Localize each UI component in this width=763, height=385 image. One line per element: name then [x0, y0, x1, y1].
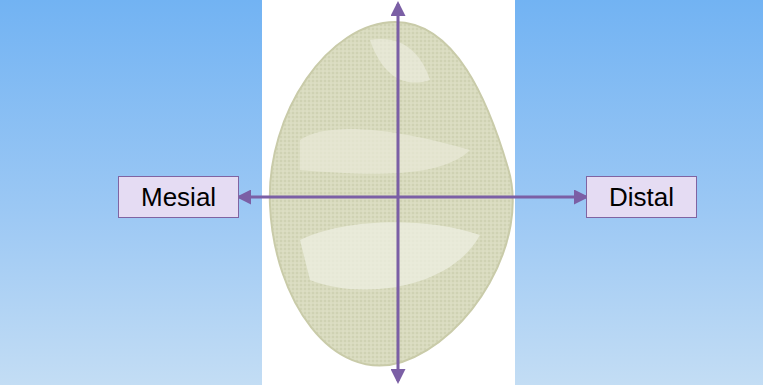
tooth-cusp: [370, 39, 430, 83]
tooth-ridge: [300, 129, 470, 174]
tooth-outline: [270, 22, 513, 366]
label-box: Mesial: [118, 176, 239, 218]
direction-label: Mesial: [141, 182, 216, 212]
double-arrow: [239, 196, 586, 199]
tooth-ridge: [300, 222, 480, 289]
label-box: Distal: [586, 176, 697, 218]
axis-arrow: [397, 4, 400, 381]
direction-label: Distal: [609, 182, 674, 212]
image-frame: [262, 0, 515, 385]
